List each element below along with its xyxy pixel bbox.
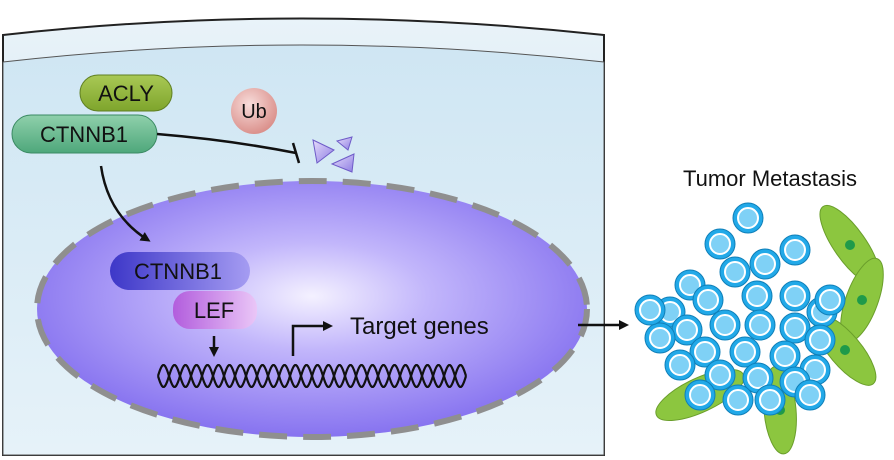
tumor-cell-nucleus [749, 314, 771, 336]
tumor-cell-nucleus [747, 367, 769, 389]
tumor-cell-nucleus [709, 233, 731, 255]
ctnnb1-nuclear-label: CTNNB1 [134, 259, 222, 284]
tumor-cell-nucleus [676, 319, 698, 341]
tumor-cell-nucleus [819, 289, 841, 311]
tumor-cell-nucleus [784, 285, 806, 307]
nuclear-translocation-arrow [99, 165, 151, 242]
tumor-cell-nucleus [804, 359, 826, 381]
tumor-cell-nucleus [746, 285, 768, 307]
inhibition-arrow [156, 132, 297, 155]
tumor-cell-nucleus [709, 364, 731, 386]
tumor-cell-nucleus [639, 299, 661, 321]
tumor-cell-nucleus [809, 329, 831, 351]
tumor-cell-nucleus [679, 274, 701, 296]
acly-label: ACLY [98, 81, 154, 106]
ctnnb1-nuclear-protein: CTNNB1 [110, 252, 250, 290]
dna-strand [156, 364, 468, 388]
tumor-cell-nucleus [714, 314, 736, 336]
lef-protein: LEF [173, 291, 257, 329]
target-genes-label: Target genes [350, 313, 489, 340]
tumor-cell-nucleus [759, 389, 781, 411]
ubiquitin: Ub [231, 88, 277, 134]
nucleus [34, 178, 590, 440]
tumor-cell-nucleus [754, 253, 776, 275]
lef-label: LEF [194, 298, 234, 323]
stromal-nucleus [845, 240, 855, 250]
degradation-fragments-icon [312, 136, 355, 173]
tumor-cell-nucleus [694, 341, 716, 363]
tumor-cell-nucleus [649, 327, 671, 349]
tumor-cell-nucleus [784, 317, 806, 339]
transcription-start-arrow-icon [291, 321, 333, 356]
tumor-cell-nucleus [737, 207, 759, 229]
tumor-metastasis-label: Tumor Metastasis [683, 166, 857, 191]
tumor-cell-nucleus [724, 261, 746, 283]
tumor-cell-nucleus [727, 389, 749, 411]
dna-helix-icon [156, 364, 468, 388]
ub-label: Ub [241, 101, 267, 123]
ctnnb1-cytoplasmic-label: CTNNB1 [40, 122, 128, 147]
tumor-cell-nucleus [689, 384, 711, 406]
acly-protein: ACLY [79, 74, 173, 112]
tumor-cell-nucleus [774, 345, 796, 367]
ctnnb1-cytoplasmic-protein: CTNNB1 [11, 114, 158, 154]
tumor-metastasis-cluster [634, 202, 884, 455]
tumor-cell-nucleus [669, 354, 691, 376]
inhibition-bar [291, 142, 301, 164]
tumor-cell-nucleus [697, 289, 719, 311]
stromal-nucleus [840, 345, 850, 355]
tumor-cell-nucleus [734, 341, 756, 363]
stromal-nucleus [857, 295, 867, 305]
tumor-cell-nucleus [799, 384, 821, 406]
tumor-cell-nucleus [784, 239, 806, 261]
